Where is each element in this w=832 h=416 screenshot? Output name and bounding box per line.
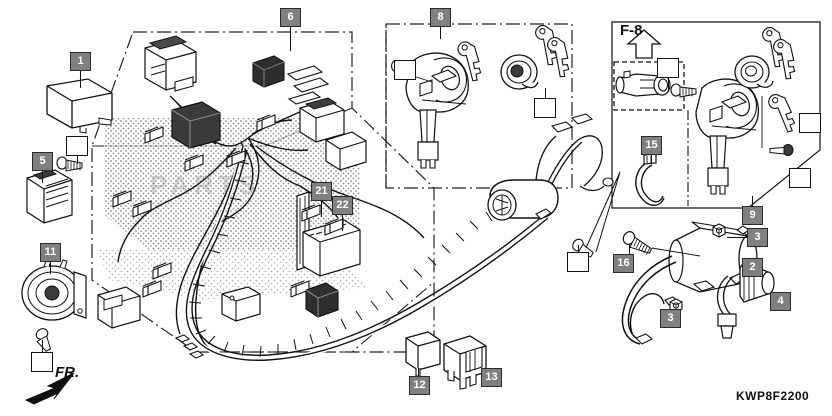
leader-blank-f8 — [668, 78, 669, 90]
conduit-sleeve — [184, 145, 550, 363]
up-arrow-icon — [626, 29, 662, 59]
blank-callout-keys-left[interactable] — [534, 98, 556, 118]
leader-21 — [321, 201, 322, 217]
callout-3-lower[interactable]: 3 — [660, 309, 681, 328]
callout-4[interactable]: 4 — [770, 292, 791, 311]
leader-1 — [80, 71, 81, 88]
callout-16[interactable]: 16 — [613, 254, 634, 273]
wire-band-art — [635, 153, 665, 206]
leader-blank-harn — [578, 245, 579, 252]
blank-callout-ecu-bolt[interactable] — [66, 136, 88, 156]
callout-11[interactable]: 11 — [40, 243, 61, 262]
front-direction-arrow-icon — [24, 372, 75, 405]
leader-blank-horn — [42, 340, 43, 352]
leader-6 — [290, 27, 291, 51]
blank-callout-f8-bolt[interactable] — [657, 58, 679, 78]
harness-group-outline — [91, 31, 435, 353]
leader-15 — [651, 155, 652, 163]
f8-subassembly-outline — [613, 61, 685, 111]
ecu-control-unit-art — [46, 78, 113, 134]
blank-callout-key-right[interactable] — [799, 113, 821, 133]
blank-callout-harness-bolt[interactable] — [567, 252, 589, 272]
leader-blank-keys — [545, 88, 546, 98]
canister-art — [487, 113, 614, 221]
leader-22 — [342, 215, 343, 231]
blank-callout-switch-bolt[interactable] — [394, 60, 416, 80]
watermark: PARTS — [150, 170, 262, 200]
blank-callout-horn-bolt[interactable] — [31, 352, 53, 372]
leader-9 — [752, 196, 753, 206]
leader-5 — [42, 171, 43, 183]
callout-2[interactable]: 2 — [742, 258, 763, 277]
callout-1[interactable]: 1 — [70, 52, 91, 71]
leader-8 — [440, 27, 441, 39]
conduit-ribs — [188, 161, 525, 358]
relay-12-art — [405, 331, 441, 377]
front-direction-label: FR. — [55, 364, 80, 381]
leader-blank-ecu — [77, 156, 78, 164]
leader-16 — [629, 244, 630, 254]
leader-11 — [50, 262, 51, 274]
callout-9[interactable]: 9 — [742, 206, 763, 225]
ignition-switch-right-art — [695, 24, 805, 195]
callout-13[interactable]: 13 — [481, 368, 502, 387]
callout-15[interactable]: 15 — [641, 136, 662, 155]
callout-21[interactable]: 21 — [311, 182, 332, 201]
ignition-group-outline — [385, 23, 573, 189]
section-reference-label[interactable]: F-8 — [620, 22, 643, 39]
callout-22[interactable]: 22 — [332, 196, 353, 215]
relay-13-art — [443, 335, 487, 390]
callout-8[interactable]: 8 — [430, 8, 451, 27]
part-number-label: KWP8F2200 — [736, 389, 810, 403]
key-set-art — [500, 22, 579, 90]
callout-3-upper[interactable]: 3 — [747, 228, 768, 247]
blank-callout-screw-right[interactable] — [789, 168, 811, 188]
switch-set-outline — [611, 21, 821, 209]
harness-connectors — [97, 35, 367, 359]
key-cylinder-art — [615, 70, 671, 97]
ignition-switch-assembly-art — [390, 39, 489, 169]
leader-3a — [727, 237, 747, 238]
leader-12 — [418, 368, 419, 376]
callout-6[interactable]: 6 — [280, 8, 301, 27]
callout-12[interactable]: 12 — [409, 376, 430, 395]
callout-5[interactable]: 5 — [32, 152, 53, 171]
bracket-clamp-art — [26, 156, 83, 224]
horn-art — [21, 258, 87, 352]
